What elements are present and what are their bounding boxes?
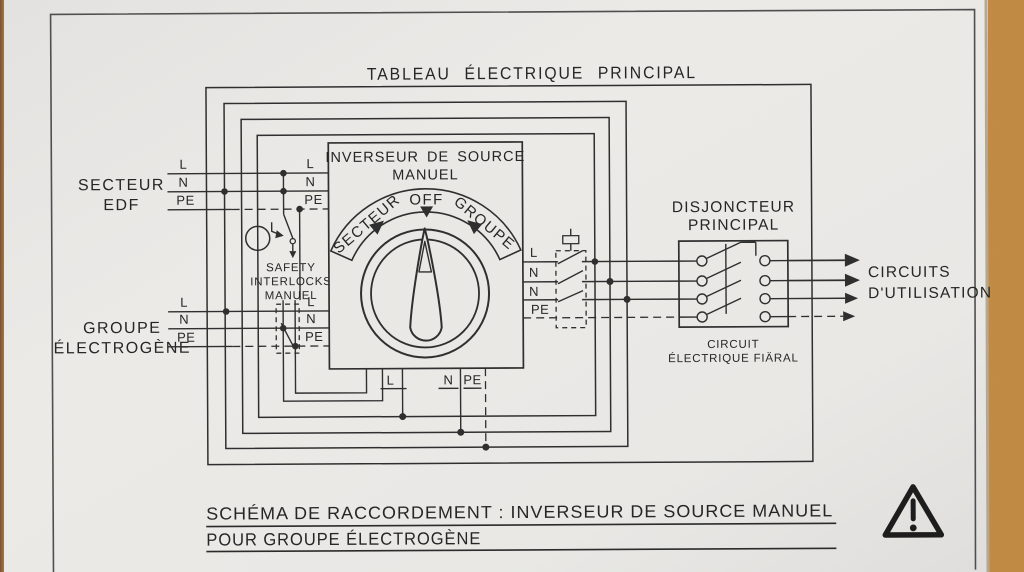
wiring-loop-5: [282, 300, 384, 402]
contact-blade-2: [557, 270, 584, 285]
terminal-label-n: N: [178, 175, 188, 190]
arrow-right-icon: [845, 292, 859, 304]
terminal-label-pe2: PE: [304, 192, 322, 207]
terminal-label-l: L: [180, 295, 188, 310]
terminal-label-n2: N: [306, 311, 316, 326]
enclosure-box-4: [256, 132, 597, 419]
wire-n1: [522, 280, 679, 283]
handle-pointer-mark-icon: [418, 240, 433, 273]
circuits-label-1: CIRCUITS: [868, 264, 951, 281]
terminal-label-l2: L: [306, 156, 314, 171]
panel-title: TABLEAU ÉLECTRIQUE PRINCIPAL: [367, 63, 697, 84]
caption-line-1: SCHÉMA DE RACCORDEMENT : INVERSEUR DE SO…: [206, 500, 833, 523]
wire-n2: [523, 298, 680, 301]
switch-to-breaker-wires: L N N PE: [522, 228, 680, 329]
bottom-terminal-pe: PE: [463, 372, 481, 387]
secteur-wire-n: [167, 190, 329, 193]
transfer-switch-title-2: MANUEL: [392, 167, 459, 183]
junction-dots: [221, 169, 631, 451]
indicator-lamp-icon: [244, 225, 271, 252]
terminal-label-n2: N: [305, 174, 315, 189]
arrow-right-icon: [843, 311, 856, 322]
terminal-label-pe: PE: [177, 330, 195, 345]
interlock-label-3: MANUEL: [265, 290, 318, 302]
enclosure-box-1: [205, 83, 814, 466]
enclosure-box-2: [223, 100, 629, 450]
terminal-label-pe: PE: [176, 193, 194, 208]
breaker-mechanism: [706, 241, 757, 316]
groupe-wire-n: [168, 327, 330, 330]
arrow-right-icon: [844, 273, 860, 287]
bottom-terminal-l: L: [387, 373, 395, 388]
interlock-zone: [275, 303, 301, 354]
right-terminal-pe: PE: [531, 302, 549, 317]
transfer-switch: INVERSEUR DE SOURCE MANUEL SECTEUR OFF G…: [325, 141, 525, 370]
contact-blade-3: [557, 289, 584, 303]
secteur-wire-pe-dashed: [231, 208, 329, 211]
secteur-feed: SECTEUR EDF L N PE L N PE: [78, 156, 329, 214]
interlock-contact-icon: [289, 237, 297, 245]
terminal-label-n: N: [179, 312, 189, 327]
caption: SCHÉMA DE RACCORDEMENT : INVERSEUR DE SO…: [206, 500, 837, 553]
terminal-label-l: L: [179, 157, 187, 172]
right-terminal-n1: N: [529, 265, 539, 280]
breaker-subtitle-1: CIRCUIT: [707, 339, 759, 351]
electrogene-label: ÉLECTROGÈNE: [54, 338, 192, 358]
position-arc: [329, 188, 522, 262]
breaker-title-1: DISJONCTEUR: [672, 199, 796, 217]
main-breaker: DISJONCTEUR PRINCIPAL CIRCUIT ÉLECTRIQUE…: [668, 199, 799, 366]
interlock-switch-blade: [282, 213, 294, 239]
circuits-label-2: D'UTILISATION: [868, 284, 992, 302]
pointer-marker-left-icon: [369, 220, 385, 235]
safety-interlock: SAFETY INTERLOCKS MANUEL: [244, 173, 332, 354]
wire-pe-dashed: [523, 316, 680, 319]
rotary-knob-handle: [409, 227, 443, 342]
transfer-switch-title-1: INVERSEUR DE SOURCE: [325, 149, 525, 166]
groupe-wire-l: [168, 310, 330, 313]
interlock-label-2: INTERLOCKS: [250, 276, 332, 288]
arrow-right-icon: [844, 253, 860, 267]
enclosure-loops: [205, 83, 814, 466]
pointer-marker-right-icon: [467, 220, 483, 235]
position-label-off: OFF: [409, 191, 444, 208]
pointer-marker-center-icon: [420, 206, 434, 218]
page-border: [49, 8, 977, 572]
breaker-terminals: [678, 254, 789, 323]
bottom-terminal-n: N: [444, 372, 454, 387]
terminal-label-l2: L: [307, 294, 315, 309]
breaker-subtitle-2: ÉLECTRIQUE FIÄRAL: [668, 352, 799, 366]
bottom-drops: L N PE: [380, 368, 487, 448]
edf-label: EDF: [103, 197, 140, 214]
groupe-label: GROUPE: [83, 320, 161, 337]
secteur-label: SECTEUR: [78, 177, 165, 194]
terminal-label-pe2: PE: [305, 329, 323, 344]
groupe-wire-pe-dashed: [232, 345, 330, 348]
interlock-label-1: SAFETY: [266, 262, 316, 274]
manual-arrow-head-icon: [275, 230, 284, 239]
caption-underline-2: [206, 547, 837, 553]
output-arrows: CIRCUITS D'UTILISATION: [787, 253, 992, 322]
secteur-wire-l: [167, 172, 329, 175]
wire-l: [522, 260, 679, 263]
arrow-down-icon: [289, 251, 297, 259]
caption-line-2: POUR GROUPE ÉLECTROGÈNE: [206, 528, 481, 549]
paper-edge-highlight: [984, 0, 990, 572]
actuator-switch-zone: [555, 249, 587, 329]
groupe-feed: GROUPE ÉLECTROGÈNE L N PE L N PE: [54, 294, 330, 358]
warning-triangle-icon: [882, 484, 945, 538]
right-terminal-l: L: [530, 245, 538, 260]
caption-underline-1: [206, 522, 837, 528]
breaker-title-2: PRINCIPAL: [688, 217, 780, 234]
enclosure-box-3: [240, 116, 612, 435]
contact-blade-1: [557, 250, 584, 265]
right-terminal-n2: N: [529, 284, 539, 299]
